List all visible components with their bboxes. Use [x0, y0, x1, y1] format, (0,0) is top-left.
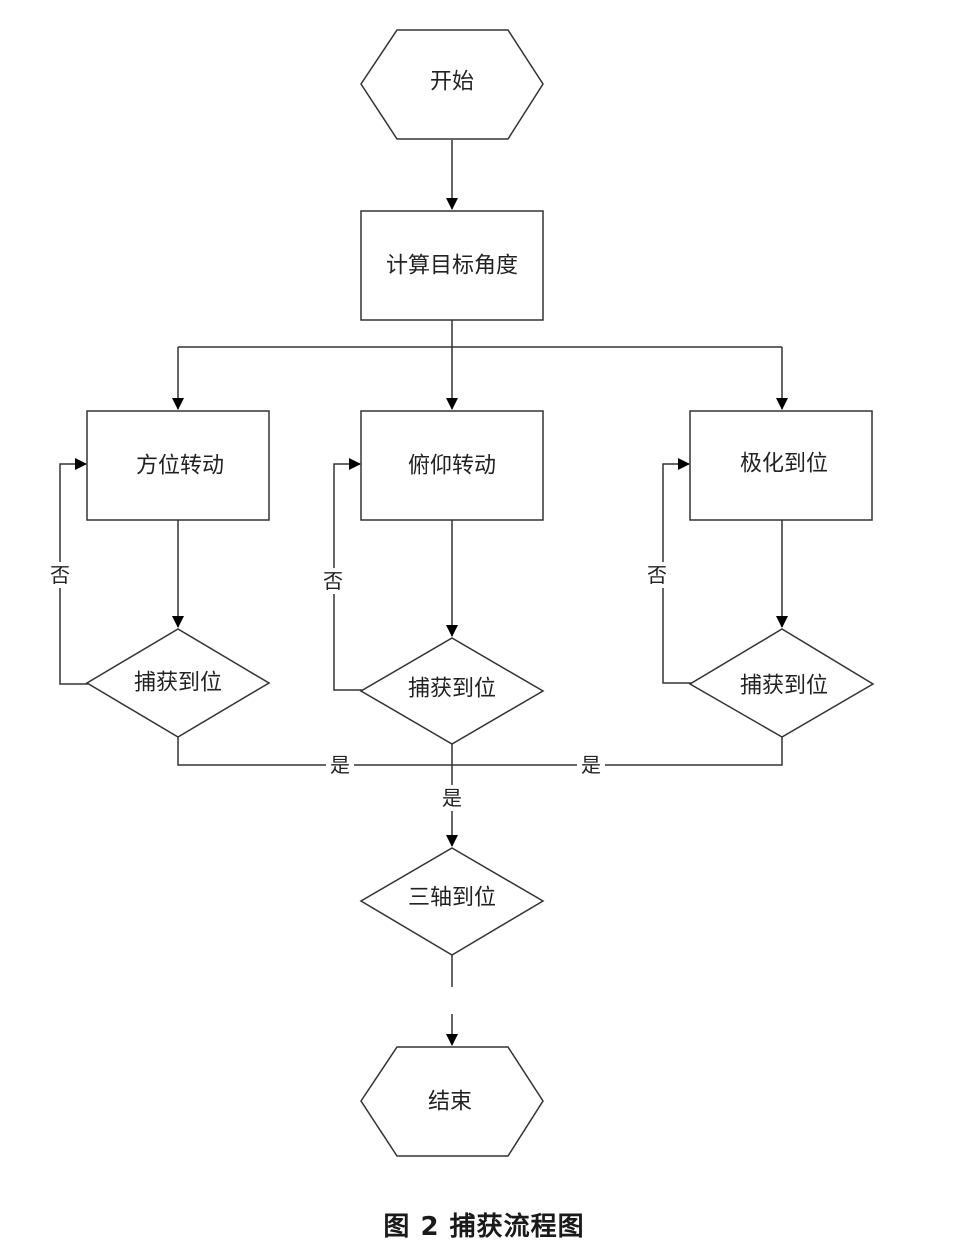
yes-label-3: 是 — [442, 786, 462, 810]
no-label-backing-3 — [645, 562, 669, 588]
compute-label: 计算目标角度 — [386, 254, 518, 279]
yes-label-backing-1 — [326, 752, 354, 778]
polarization-process — [689, 410, 873, 521]
figure-caption: 图 2 捕获流程图 — [383, 1212, 585, 1242]
pitch-label: 俯仰转动 — [408, 454, 496, 479]
yes-label-backing-2 — [577, 752, 605, 778]
capture-decision-1 — [85, 628, 271, 738]
no-label-1: 否 — [50, 563, 70, 587]
azimuth-label: 方位转动 — [136, 454, 224, 479]
edge-yes-merge-right — [452, 737, 783, 766]
capture-flowchart: 开始 计算目标角度 方位转动 俯仰转动 极化到位 捕获到位 捕获到位 捕获到位 … — [48, 29, 875, 1157]
no-label-backing-1 — [48, 562, 72, 588]
yes-label-1: 是 — [330, 753, 350, 777]
edge-yes-merge-left — [177, 737, 452, 766]
three-axis-decision — [359, 847, 545, 956]
capture-label-1: 捕获到位 — [134, 671, 222, 696]
capture-label-2: 捕获到位 — [408, 677, 496, 702]
yes-label-2: 是 — [581, 753, 601, 777]
no-label-3: 否 — [647, 563, 667, 587]
end-label: 结束 — [428, 1090, 472, 1115]
polarization-label: 极化到位 — [740, 452, 828, 477]
capture-label-3: 捕获到位 — [740, 674, 828, 699]
no-label-2: 否 — [323, 569, 343, 593]
no-label-backing-2 — [321, 568, 345, 594]
yes-label-backing-3 — [438, 785, 466, 811]
capture-decision-2 — [359, 637, 545, 745]
compute-process — [360, 210, 544, 321]
azimuth-process — [86, 410, 270, 521]
three-axis-label: 三轴到位 — [408, 886, 496, 911]
start-terminator — [360, 29, 544, 140]
end-terminator — [360, 1046, 544, 1157]
start-label: 开始 — [430, 70, 474, 95]
capture-decision-3 — [688, 628, 875, 738]
pitch-process — [360, 410, 544, 521]
